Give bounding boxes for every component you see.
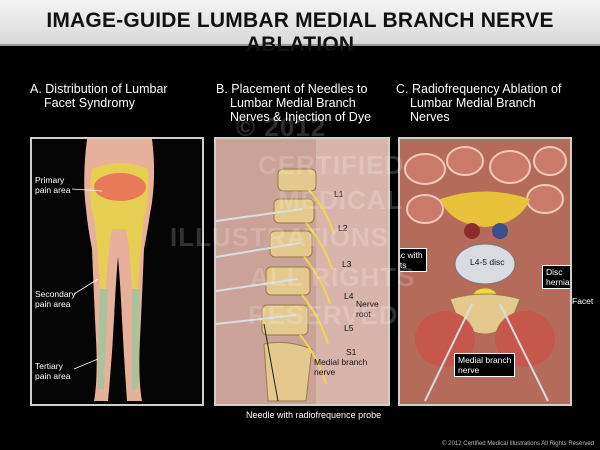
- watermark-word-3: ILLUSTRATIONS: [170, 222, 390, 252]
- medial-branch-nerve-label-b-line1: Medial branch: [314, 357, 368, 367]
- primary-pain-label-line2: pain area: [35, 185, 71, 195]
- intestines: [404, 146, 567, 224]
- vertebra-l3-label: L3: [342, 259, 352, 269]
- fat-layer: [440, 191, 530, 227]
- medial-branch-nerve-label-b: Medial branch nerve: [314, 357, 367, 377]
- probe-needles: [424, 303, 549, 402]
- disc-herniation-label-line1: Disc: [546, 267, 563, 277]
- secondary-pain-label-line1: Secondary: [35, 289, 76, 299]
- tertiary-pain-area-left: [98, 289, 108, 389]
- tertiary-pain-label-line2: pain area: [35, 371, 71, 381]
- nerve-root-label-line2: root: [356, 309, 371, 319]
- panel-a-heading-line1: A. Distribution of Lumbar: [30, 82, 168, 96]
- watermark-year: © 2012: [236, 112, 327, 142]
- primary-pain-label: Primary pain area: [35, 175, 70, 195]
- l4-5-disc: [454, 243, 516, 285]
- needles: [216, 208, 303, 325]
- panel-b-heading-line2: Lumbar Medial Branch: [230, 96, 356, 110]
- thecal-sac-label-line2: nerve roots: [399, 260, 407, 270]
- page-title: IMAGE-GUIDE LUMBAR MEDIAL BRANCH NERVE A…: [46, 9, 554, 56]
- medial-branch-nerve-label-c-line1: Medial branch: [458, 355, 512, 365]
- panel-a-heading: A. Distribution of Lumbar Facet Syndromy: [30, 82, 168, 110]
- medial-branch-nerve-label-c-line2: nerve: [458, 365, 480, 375]
- thecal-sac-label: Thecal sac with nerve roots: [399, 248, 427, 272]
- needle-probe-label: Needle with radiofrequence probe: [246, 410, 382, 420]
- panel-a-heading-line2: Facet Syndromy: [44, 96, 136, 110]
- disc-herniation-label: Disc herniation: [542, 265, 572, 289]
- vertebra-l2-label: L2: [338, 223, 348, 233]
- panel-a-body-figure: Primary pain area Secondary pain area Te…: [30, 137, 204, 406]
- vessel-right: [492, 223, 508, 239]
- nerve-root-label: Nerve root: [356, 299, 379, 319]
- nerves: [299, 188, 335, 385]
- thecal-sac-label-line1: Thecal sac with: [400, 250, 423, 260]
- panel-c-crosssection-figure: L4-5 disc Thecal sac with nerve roots Di…: [398, 137, 572, 406]
- watermark-word-2: MEDICAL: [278, 185, 404, 215]
- panel-c-heading-line1: C. Radiofrequency Ablation of: [396, 82, 562, 96]
- body-back-illustration: [71, 139, 155, 401]
- medial-branch-nerve-label-b-line2: nerve: [314, 367, 336, 377]
- panel-c-heading: C. Radiofrequency Ablation of Lumbar Med…: [396, 82, 561, 124]
- secondary-pain-label: Secondary pain area: [35, 289, 76, 309]
- panel-b-heading-line1: B. Placement of Needles to: [216, 82, 368, 96]
- panel-b-heading-line3: Nerves & Injection of Dye: [230, 110, 372, 124]
- vessel-left: [464, 223, 480, 239]
- nerve-root-label-line1: Nerve: [356, 299, 379, 309]
- watermark-word-1: CERTIFIED: [258, 150, 405, 180]
- copyright-notice: © 2012 Certified Medical Illustrations A…: [442, 441, 594, 447]
- vertebra-l4-label: L4: [344, 291, 354, 301]
- secondary-pain-label-line2: pain area: [35, 299, 71, 309]
- medial-branch-nerve-label-c: Medial branch nerve: [454, 353, 516, 377]
- lumbar-spine-illustration: [216, 139, 388, 404]
- tertiary-pain-label-line1: Tertiary: [35, 361, 63, 371]
- vertebra-s1-label: S1: [346, 347, 357, 357]
- vertebrae: [261, 168, 317, 402]
- tertiary-pain-label: Tertiary pain area: [35, 361, 70, 381]
- watermark-word-4: ALL RIGHTS: [250, 262, 416, 292]
- panel-c-heading-line2: Lumbar Medial Branch: [410, 96, 536, 110]
- vertebra-l1-label: L1: [334, 189, 344, 199]
- panel-b-spine-figure: L1 L2 L3 L4 L5 S1 Nerve root Medial bran…: [214, 137, 390, 406]
- primary-pain-area: [94, 173, 146, 201]
- panel-c-heading-line3: Nerves: [410, 110, 450, 124]
- watermark-word-5: RESERVED: [248, 300, 399, 330]
- tertiary-pain-area-right: [132, 289, 140, 389]
- panel-b-heading: B. Placement of Needles to Lumbar Medial…: [216, 82, 371, 124]
- primary-pain-label-line1: Primary: [35, 175, 65, 185]
- title-bar: IMAGE-GUIDE LUMBAR MEDIAL BRANCH NERVE A…: [0, 0, 600, 56]
- vertebra-l5-label: L5: [344, 323, 354, 333]
- facet-label: Facet: [572, 296, 594, 306]
- disc-herniation-label-line2: herniation: [546, 277, 572, 287]
- disc-label: L4-5 disc: [470, 257, 505, 267]
